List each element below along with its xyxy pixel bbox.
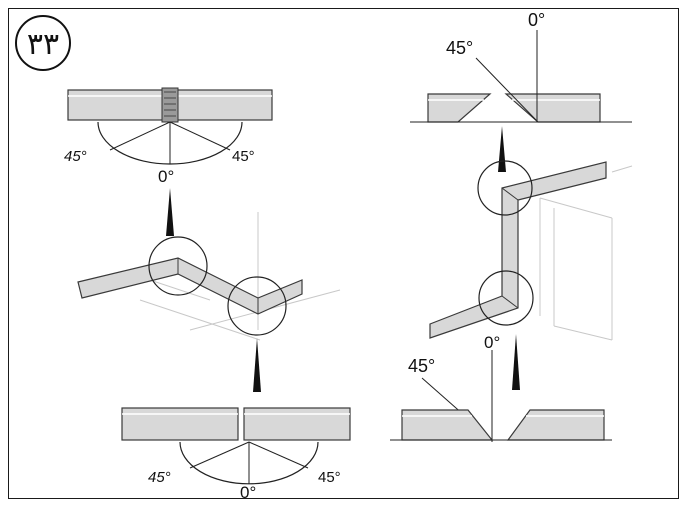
angle-label-center: 0° (240, 483, 256, 502)
left-plate (121, 407, 239, 441)
angle-label-bevel: 45° (408, 356, 435, 376)
figure-number-badge: ۳۳ (15, 15, 71, 71)
pointer-marker (166, 188, 174, 236)
left-plate (401, 409, 494, 441)
right-plate (243, 407, 351, 441)
detail-circle (478, 270, 534, 326)
right-plate (506, 409, 605, 441)
pointer-marker (498, 126, 506, 172)
angle-label-left: 45° (64, 148, 87, 165)
detail-circle (227, 276, 287, 336)
detail-circle (477, 160, 533, 216)
right-plate (175, 89, 273, 121)
bottom-right-groove-joint: 0° 45° (390, 333, 612, 442)
angle-label-right: 45° (318, 469, 341, 486)
detail-circle (148, 236, 208, 296)
weld-bead (161, 87, 179, 123)
bevel-line (475, 57, 537, 121)
left-plate (427, 93, 492, 123)
figure-frame (8, 8, 679, 499)
pointer-marker (253, 338, 261, 392)
bent-strip (429, 161, 607, 339)
right-plate (504, 93, 601, 123)
top-left-butt-joint: 45° 45° 0° (64, 87, 273, 186)
bottom-left-butt-joint: 45° 45° 0° (121, 407, 351, 502)
left-bent-strip (77, 212, 341, 341)
top-right-groove-joint: 45° 0° (410, 10, 632, 123)
pointer-marker (512, 334, 520, 390)
angle-label-vertical: 0° (484, 333, 500, 352)
angle-label-right: 45° (232, 148, 255, 165)
angle-label-bevel: 45° (446, 38, 473, 58)
angle-label-vertical: 0° (528, 10, 545, 30)
bent-strip (77, 257, 303, 315)
angle-label-left: 45° (148, 469, 171, 486)
figure-number: ۳۳ (27, 27, 59, 62)
angle-label-center: 0° (158, 167, 174, 186)
left-plate (67, 89, 165, 121)
right-bent-strip (429, 160, 633, 341)
